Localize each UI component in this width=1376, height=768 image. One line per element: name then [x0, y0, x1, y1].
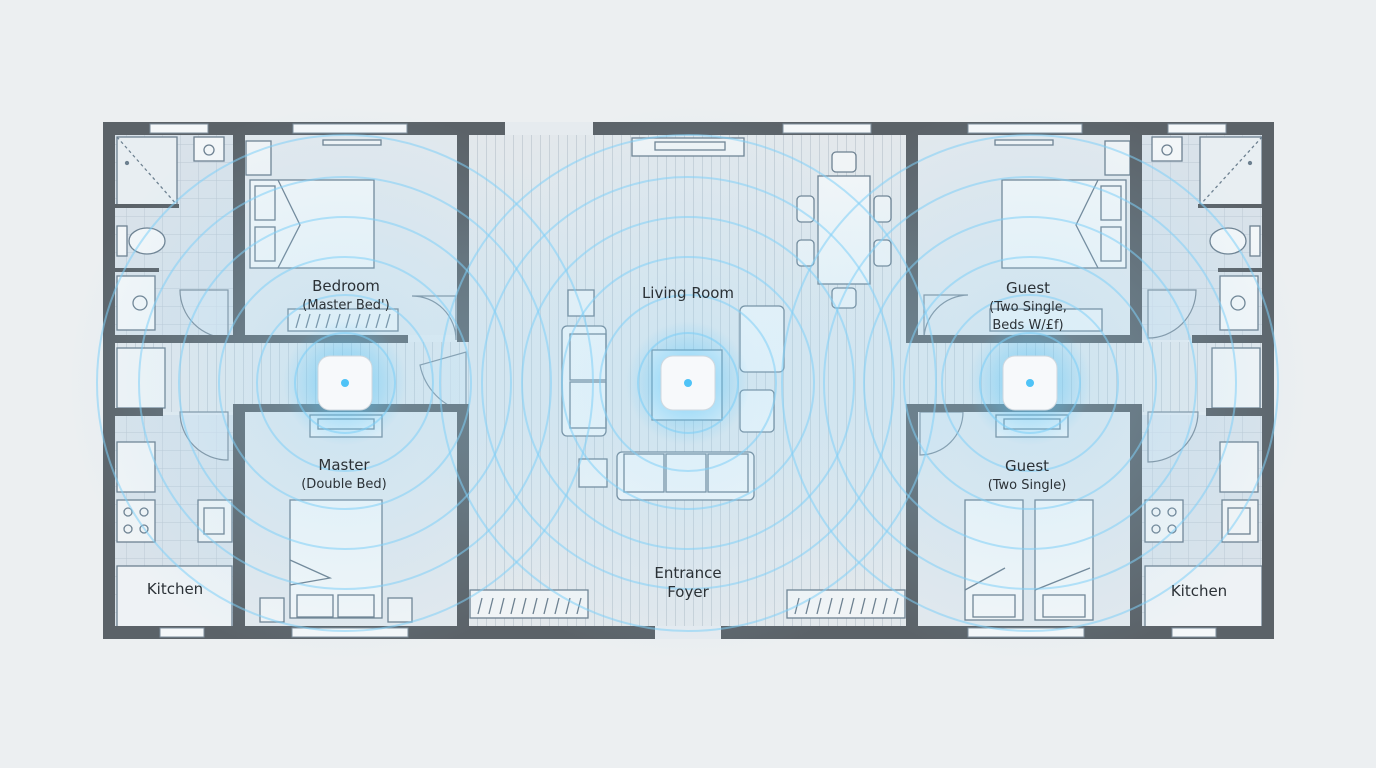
label-kitchen-left: Kitchen	[147, 580, 203, 598]
label-living-room: Living Room	[642, 284, 734, 302]
label-master: Master	[318, 456, 370, 474]
router-left[interactable]	[283, 321, 407, 445]
label-entrance: Entrance	[654, 564, 721, 582]
label-foyer: Foyer	[667, 583, 709, 601]
label-guest-top-sub1: (Two Single,	[989, 300, 1067, 315]
router-center[interactable]	[626, 321, 750, 445]
router-right[interactable]	[968, 321, 1092, 445]
label-guest-top-sub2: Beds W/£f)	[992, 318, 1063, 333]
label-master-sub: (Double Bed)	[301, 477, 387, 492]
room-labels: Bedroom (Master Bed') Living Room Guest …	[147, 277, 1227, 601]
label-kitchen-right: Kitchen	[1171, 582, 1227, 600]
label-bedroom-sub: (Master Bed')	[302, 298, 389, 313]
label-guest-top: Guest	[1006, 279, 1050, 297]
label-guest-bottom-sub: (Two Single)	[988, 478, 1067, 493]
label-bedroom: Bedroom	[312, 277, 380, 295]
label-guest-bottom: Guest	[1005, 457, 1049, 475]
